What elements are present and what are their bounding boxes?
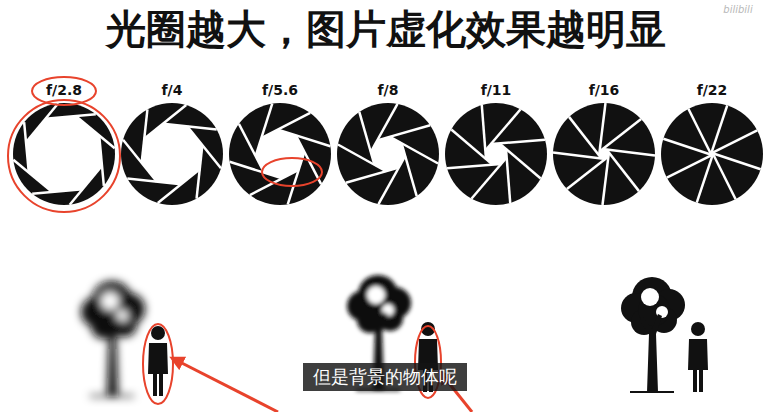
blade-edge [711,130,757,153]
blade-edge [45,114,95,119]
aperture-disk [337,103,439,205]
blade-edge [296,135,321,184]
aperture-node: f/22 [658,80,766,208]
blade-edge [70,166,102,205]
aperture-symbol [334,100,442,208]
blade-edge [499,143,540,178]
sharp-tree [621,277,685,392]
blade-edge [667,155,713,178]
aperture-disk [13,103,115,205]
highlight-ring [143,324,173,404]
blade-edge [230,162,282,179]
blade-edge [187,126,221,168]
blade-edge [338,144,386,171]
aperture-symbol [658,100,766,208]
blade-edge [288,152,305,204]
blade-edge [256,104,273,156]
blade-edge [482,105,486,159]
blade-edge [378,156,405,204]
aperture-symbol [550,100,658,208]
highlight-ring [8,100,120,212]
aperture-symbol [10,100,118,208]
aperture-node: f/4 [118,80,226,208]
blade-edge [713,153,736,199]
aperture-node: f/8 [334,80,442,208]
blade-edge [13,160,52,192]
blade-edge [377,125,430,140]
aperture-symbol [442,100,550,208]
aperture-symbol [118,100,226,208]
blade-edge [32,189,82,194]
blade-edge [261,113,310,138]
blade-edge [24,122,29,172]
aperture-node: f/5.6 [226,80,334,208]
blade-edge [471,157,506,198]
aperture-disk [553,103,655,205]
aperture-disk [229,103,331,205]
blade-edge [390,137,438,164]
blade-edge [402,143,417,196]
f-number-label: f/22 [658,80,766,100]
blade-edge [239,124,264,173]
blade-edge [491,140,545,144]
highlight-ring [262,158,322,186]
blade-edge [371,104,398,152]
blade-edge [359,112,374,165]
aperture-node: f/16 [550,80,658,208]
f-number-label: f/8 [334,80,442,100]
video-subtitle: 但是背景的物体呢 [303,363,467,391]
f-number-label: f/16 [550,80,658,100]
blade-edge [26,103,58,142]
aperture-disk [121,103,223,205]
blade-edge [607,150,639,192]
f-number-label: f/5.6 [226,80,334,100]
aperture-disk [661,103,763,205]
blade-edge [569,117,601,159]
blade-edge [485,109,520,150]
watermark: bilibili [723,4,752,15]
blade-edge [688,109,711,155]
highlight-ring [32,77,96,105]
pointer-arrow [172,358,278,412]
aperture-node: f/2.8 [10,80,118,208]
f-number-label: f/11 [442,80,550,100]
f-number-label: f/4 [118,80,226,100]
blade-edge [158,169,200,203]
blade-edge [567,157,609,189]
aperture-disk [445,103,547,205]
blade-edge [76,116,115,148]
page-title: 光圈越大，图片虚化效果越明显 [0,4,772,54]
blurred-tree [81,281,145,396]
blade-edge [123,140,157,182]
blade-edge [197,145,203,199]
blade-edge [447,164,501,168]
blade-edge [144,105,186,139]
blade-edge [278,130,330,147]
blade-edge [99,135,104,185]
person-figure [688,322,708,392]
person-figure [148,326,168,396]
blade-edge [506,149,510,203]
aperture-node: f/11 [442,80,550,208]
aperture-symbol [226,100,334,208]
f-number-label: f/2.8 [10,80,118,100]
blade-edge [600,119,642,151]
blade-edge [451,129,492,164]
